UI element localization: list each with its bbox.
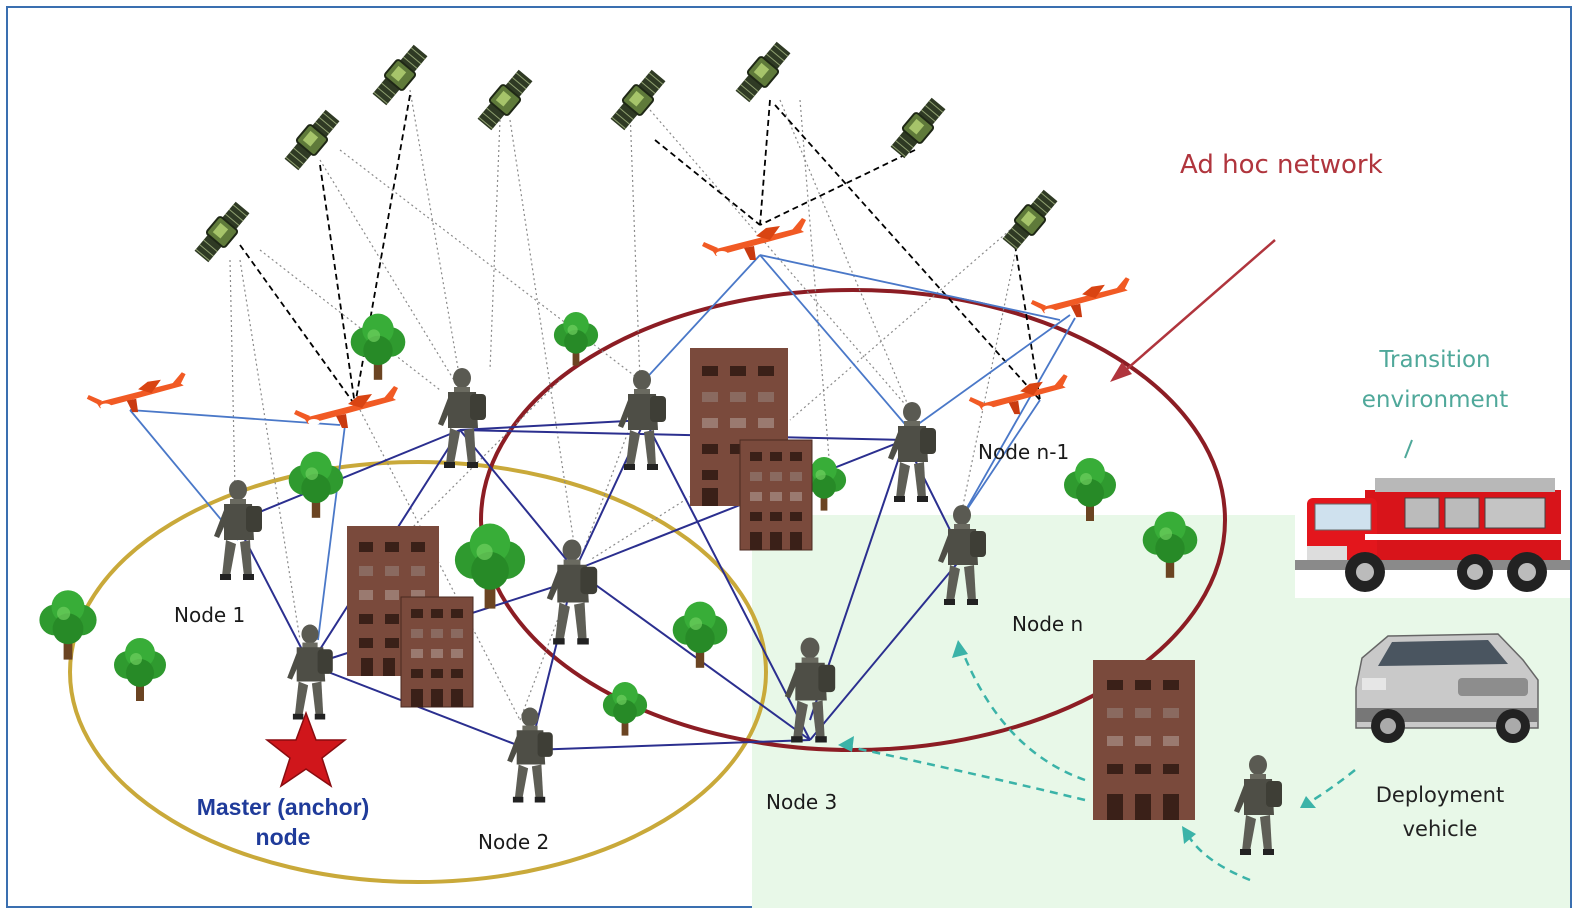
deployment-label-line1: Deployment bbox=[1375, 783, 1505, 807]
uav-icon bbox=[702, 218, 806, 260]
master-label-line2: node bbox=[255, 824, 311, 850]
soldier-icon bbox=[507, 707, 553, 803]
satellite-icon bbox=[999, 186, 1061, 254]
suv-icon bbox=[1355, 633, 1539, 743]
satellite-icon bbox=[887, 94, 949, 162]
adhoc-network-ellipse bbox=[479, 288, 1227, 752]
master-network-ellipse bbox=[68, 460, 768, 884]
tree-icon bbox=[672, 601, 728, 668]
deployment-vehicle-label: Deployment vehicle bbox=[1360, 778, 1520, 846]
building-icon bbox=[400, 596, 474, 708]
master-label-line1: Master (anchor) bbox=[196, 794, 370, 820]
deployment-arrowheads bbox=[838, 640, 1316, 844]
uav-links bbox=[129, 254, 1076, 641]
satellite-icon bbox=[474, 66, 536, 134]
uav-icon bbox=[86, 372, 186, 413]
tree-icon bbox=[39, 590, 97, 660]
soldier-icon bbox=[618, 370, 666, 470]
satellite-icon bbox=[369, 41, 431, 109]
uav-icon bbox=[968, 374, 1068, 415]
satellite-icon bbox=[732, 38, 794, 106]
building-icon bbox=[1093, 660, 1195, 820]
transition-environment-label: Transition environment bbox=[1340, 340, 1530, 420]
soldier-icon bbox=[546, 539, 598, 645]
transition-label-line1: Transition bbox=[1379, 347, 1491, 373]
node-2-label: Node 2 bbox=[478, 830, 550, 854]
tree-icon bbox=[114, 638, 166, 701]
tree-icon bbox=[454, 523, 526, 609]
tree-icon bbox=[1064, 458, 1116, 521]
node-3-label: Node 3 bbox=[766, 790, 838, 814]
star-icon bbox=[264, 710, 348, 788]
master-anchor-node-label: Master (anchor) node bbox=[168, 792, 398, 852]
satellite-icon bbox=[281, 106, 343, 174]
fire-truck-icon bbox=[1295, 468, 1570, 598]
tree-icon bbox=[350, 313, 406, 380]
deployment-label-line2: vehicle bbox=[1402, 817, 1478, 841]
satellite-icon bbox=[191, 198, 253, 266]
transition-label-line2: environment bbox=[1361, 387, 1509, 413]
uav-icon bbox=[1030, 277, 1130, 318]
node-1-label: Node 1 bbox=[174, 603, 246, 627]
tree-icon bbox=[602, 682, 648, 736]
adhoc-network-label: Ad hoc network bbox=[1180, 150, 1383, 180]
transition-pointer bbox=[1404, 439, 1413, 459]
node-n-label: Node n bbox=[1012, 612, 1084, 636]
satellite-icon bbox=[607, 66, 669, 134]
building-icon bbox=[739, 439, 813, 551]
adhoc-pointer bbox=[1119, 239, 1276, 376]
node-n-minus-1-label: Node n-1 bbox=[978, 440, 1070, 464]
adhoc-pointer-head bbox=[1110, 362, 1132, 382]
soldier-icon bbox=[214, 480, 262, 580]
